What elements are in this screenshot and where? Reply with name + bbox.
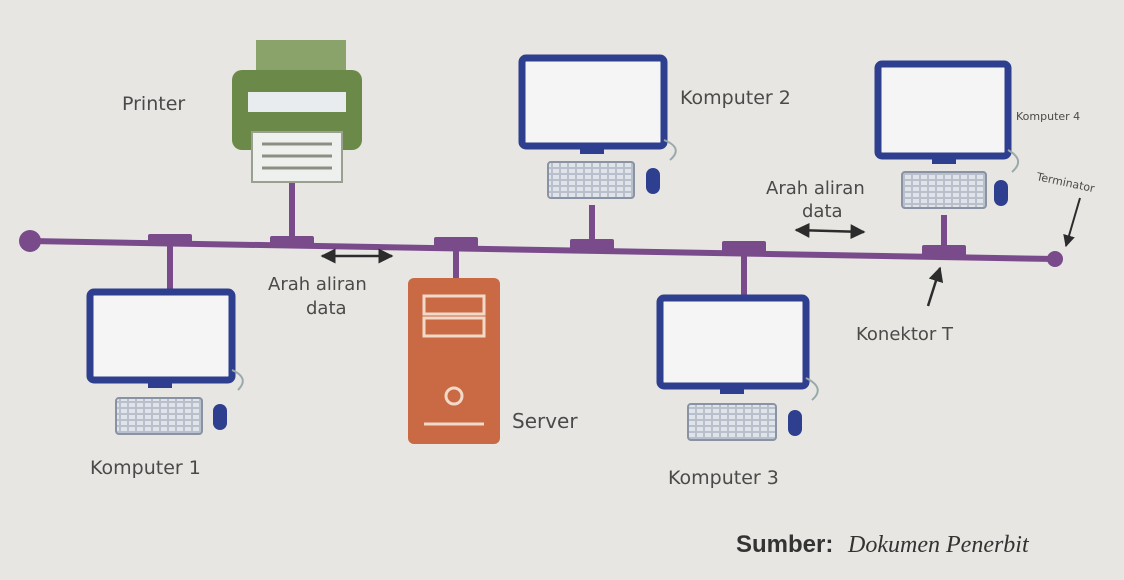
label-flow-right-1: Arah aliran — [766, 178, 865, 199]
label-flow-left-1: Arah aliran — [268, 274, 367, 295]
label-komputer-2: Komputer 2 — [680, 87, 791, 109]
label-komputer-4: Komputer 4 — [1016, 110, 1080, 123]
label-server: Server — [512, 409, 578, 433]
computer-icon — [86, 288, 244, 435]
computer-icon — [656, 294, 819, 441]
server-icon — [408, 278, 500, 444]
label-connector: Konektor T — [856, 324, 954, 345]
t-connector-komputer-1 — [148, 234, 192, 246]
t-connector-komputer-4 — [922, 245, 966, 257]
bus-end-left — [19, 230, 41, 252]
computer-icon — [518, 54, 677, 199]
source-caption: Sumber: Dokumen Penerbit — [736, 531, 1030, 558]
printer-icon — [232, 40, 362, 183]
arrow-icon — [1063, 197, 1081, 248]
bus-cable — [19, 230, 1063, 267]
computer-icon — [874, 60, 1019, 209]
label-komputer-1: Komputer 1 — [90, 457, 201, 479]
arrow-icon — [794, 222, 866, 240]
source-prefix: Sumber: — [736, 531, 833, 558]
t-connector-server — [434, 237, 478, 249]
label-flow-left-2: data — [306, 298, 347, 319]
label-terminator: Terminator — [1034, 170, 1096, 195]
source-text: Dokumen Penerbit — [847, 532, 1030, 558]
label-flow-right-2: data — [802, 201, 843, 222]
bus-end-terminator — [1047, 251, 1063, 267]
t-connector-printer — [270, 236, 314, 248]
t-connector-komputer-3 — [722, 241, 766, 253]
label-printer: Printer — [122, 93, 185, 115]
t-connector-komputer-2 — [570, 239, 614, 251]
t-connectors — [148, 234, 966, 257]
label-komputer-3: Komputer 3 — [668, 467, 779, 489]
drop-cables — [167, 182, 947, 296]
arrow-icon — [926, 266, 944, 307]
